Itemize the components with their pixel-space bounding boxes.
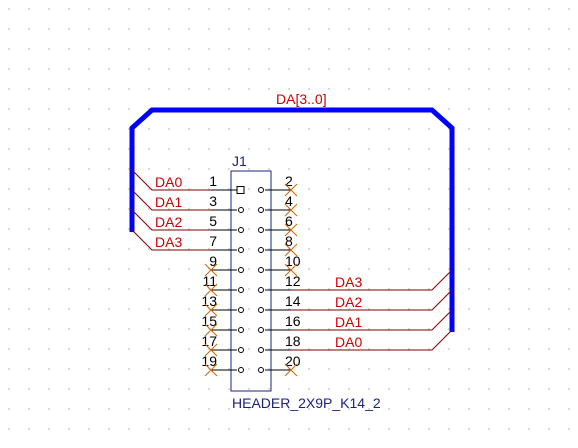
pin-dot-2	[258, 187, 264, 193]
pin-dot-12	[258, 287, 264, 293]
pin-dot-19	[238, 367, 244, 373]
pin-dot-5	[238, 227, 244, 233]
pin-number-14: 14	[285, 293, 301, 309]
pin-number-18: 18	[285, 333, 301, 349]
pin-dot-18	[258, 347, 264, 353]
pin-dot-4	[258, 207, 264, 213]
no-connect-13	[204, 303, 218, 317]
no-connect-stroke	[204, 283, 218, 297]
net-label-right-DA1: DA1	[335, 314, 362, 330]
no-connect-4	[284, 203, 298, 217]
pin-dot-10	[258, 267, 264, 273]
net-label-right-DA3: DA3	[335, 274, 362, 290]
no-connect-11	[204, 283, 218, 297]
no-connect-stroke	[284, 363, 298, 377]
pin-number-7: 7	[209, 233, 217, 249]
pin-dot-7	[238, 247, 244, 253]
pin-1-marker	[236, 186, 245, 194]
net-wire-left-DA2	[131, 209, 211, 231]
pin-dot-9	[238, 267, 244, 273]
pin-dot-13	[238, 307, 244, 313]
no-connect-9	[204, 263, 218, 277]
pin-number-20: 20	[285, 353, 301, 369]
net-label-left-DA0: DA0	[155, 174, 182, 190]
no-connect-17	[204, 343, 218, 357]
no-connect-10	[284, 263, 298, 277]
net-wire-right-DA2	[291, 289, 453, 311]
no-connect-20	[284, 363, 298, 377]
no-connect-6	[284, 223, 298, 237]
net-label-left-DA1: DA1	[155, 194, 182, 210]
no-connect-stroke	[284, 243, 298, 257]
no-connect-stroke	[204, 263, 218, 277]
net-wire-left-DA3	[131, 229, 211, 251]
component-designator: J1	[232, 153, 247, 169]
no-connect-stroke	[284, 223, 298, 237]
net-wire-left-DA0	[131, 169, 211, 191]
net-label-left-DA2: DA2	[155, 214, 182, 230]
pin-dot-17	[238, 347, 244, 353]
pin-number-12: 12	[285, 273, 301, 289]
net-wire-right-DA0	[291, 329, 453, 351]
no-connect-stroke	[284, 263, 298, 277]
pin-number-5: 5	[209, 213, 217, 229]
no-connect-stroke	[204, 343, 218, 357]
pin-dot-14	[258, 307, 264, 313]
no-connect-8	[284, 243, 298, 257]
no-connect-19	[204, 363, 218, 377]
no-connect-stroke	[204, 363, 218, 377]
pin-number-10: 10	[285, 253, 301, 269]
no-connect-stroke	[204, 303, 218, 317]
pin-number-9: 9	[209, 253, 217, 269]
no-connect-stroke	[204, 323, 218, 337]
no-connect-stroke	[284, 183, 298, 197]
pin-number-3: 3	[209, 193, 217, 209]
net-wire-right-DA3	[291, 269, 453, 291]
no-connect-15	[204, 323, 218, 337]
net-wire-right-DA1	[291, 309, 453, 331]
no-connect-stroke	[284, 203, 298, 217]
pin-dot-16	[258, 327, 264, 333]
pin-number-1: 1	[209, 173, 217, 189]
pin-dot-15	[238, 327, 244, 333]
pin-number-4: 4	[285, 193, 293, 209]
net-wire-left-DA1	[131, 189, 211, 211]
pin-dot-20	[258, 367, 264, 373]
component-comment: HEADER_2X9P_K14_2	[232, 395, 381, 411]
pin-number-8: 8	[285, 233, 293, 249]
net-label-left-DA3: DA3	[155, 234, 182, 250]
pin-dot-6	[258, 227, 264, 233]
pin-dot-11	[238, 287, 244, 293]
bus-label: DA[3..0]	[276, 91, 327, 107]
pin-number-6: 6	[285, 213, 293, 229]
no-connect-2	[284, 183, 298, 197]
pin-number-16: 16	[285, 313, 301, 329]
net-label-right-DA2: DA2	[335, 294, 362, 310]
header-body[interactable]	[230, 170, 272, 392]
net-label-right-DA0: DA0	[335, 334, 362, 350]
pin-number-2: 2	[285, 173, 293, 189]
bus-wire[interactable]	[129, 107, 455, 332]
pin-dot-3	[238, 207, 244, 213]
pin-dot-8	[258, 247, 264, 253]
